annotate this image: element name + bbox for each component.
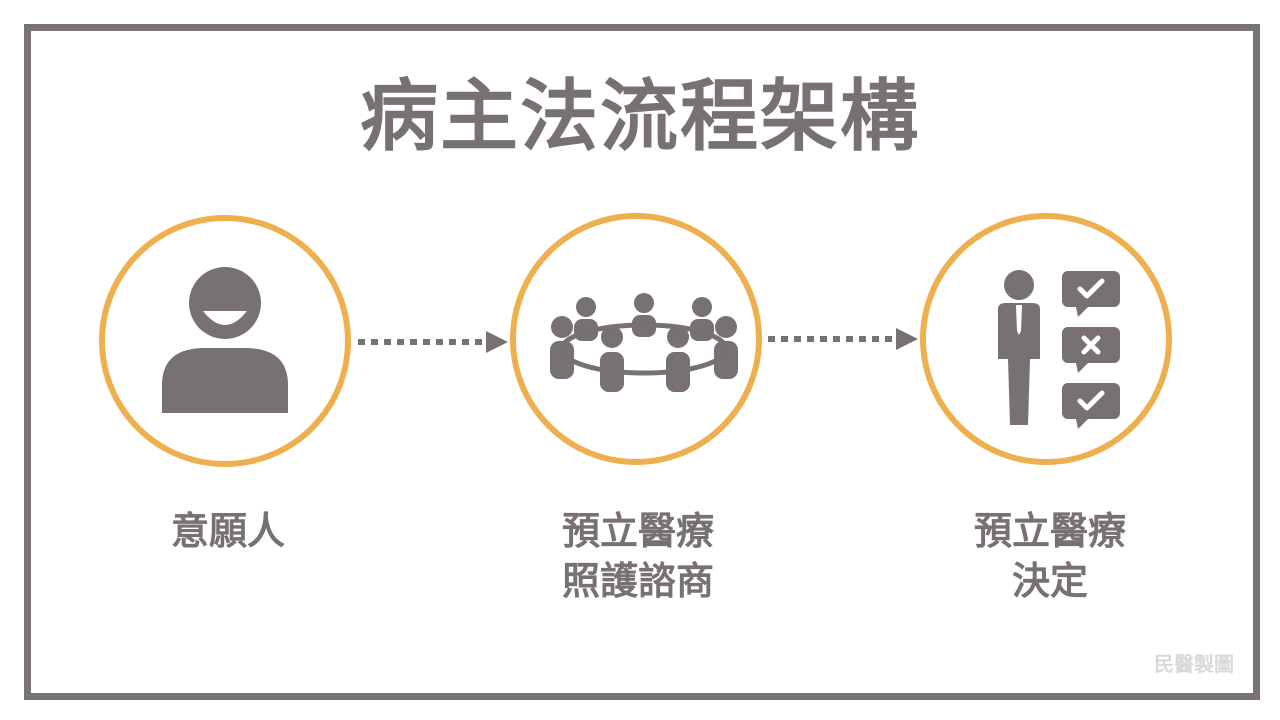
step-2-label: 預立醫療 照護諮商: [478, 506, 798, 606]
step-2-circle: [510, 213, 762, 465]
step-1-circle: [99, 215, 351, 467]
arrow-2-icon: [768, 328, 918, 350]
step-2-label-line2: 照護諮商: [561, 559, 714, 603]
step-3-label: 預立醫療 決定: [890, 506, 1210, 606]
step-1-label-line1: 意願人: [170, 509, 285, 553]
step-2-label-line1: 預立醫療: [561, 509, 714, 553]
step-3-label-line2: 決定: [1011, 559, 1088, 603]
person-icon: [162, 267, 288, 413]
watermark: 民醫製圖: [1154, 652, 1234, 676]
diagram-title: 病主法流程架構: [359, 72, 920, 162]
decision-checklist-icon: [998, 270, 1120, 429]
arrow-1-icon: [358, 331, 508, 353]
group-meeting-icon: [550, 293, 738, 392]
step-3-label-line1: 預立醫療: [973, 509, 1126, 553]
step-1-label: 意願人: [68, 506, 388, 556]
step-3-circle: [920, 213, 1172, 465]
